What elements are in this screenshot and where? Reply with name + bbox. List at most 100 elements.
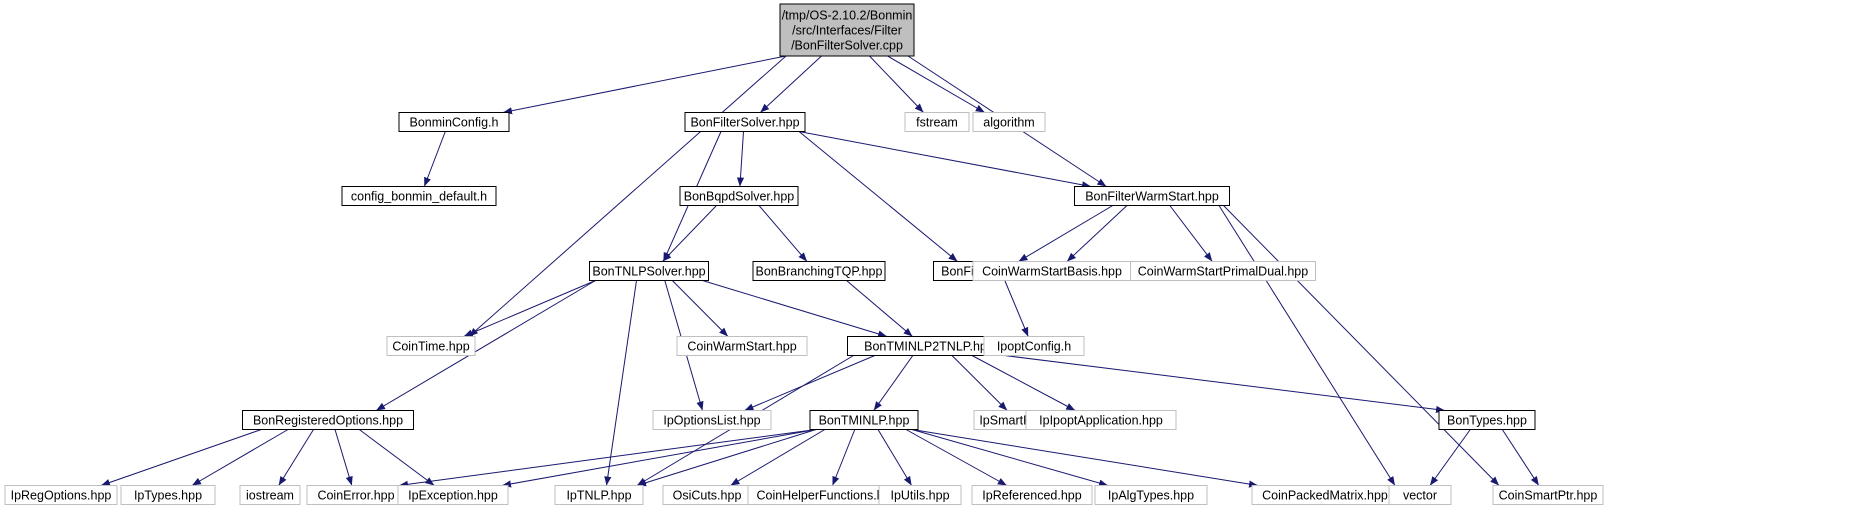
node-label: BonTMINLP.hpp [819, 414, 910, 428]
edge-root-to-cointime [468, 55, 787, 337]
node-layer: /tmp/OS-2.10.2/Bonmin/src/Interfaces/Fil… [4, 3, 1604, 505]
node-label: BonFilterWarmStart.hpp [1085, 190, 1219, 204]
node-box [589, 261, 709, 281]
node-label: IpUtils.hpp [890, 489, 949, 503]
node-coinpackedmatrix: CoinPackedMatrix.hpp [1251, 485, 1399, 505]
node-box [878, 485, 962, 505]
node-ipoptconfig: IpoptConfig.h [983, 336, 1085, 356]
node-vector: vector [1388, 485, 1452, 505]
node-bonfiltersolver_hpp[interactable]: BonFilterSolver.hpp [684, 112, 806, 132]
node-label: BonBranchingTQP.hpp [756, 265, 883, 279]
node-label: CoinWarmStart.hpp [687, 340, 796, 354]
node-label: /BonFilterSolver.cpp [791, 39, 903, 53]
edge-bontnlpsolver-to-coinwarmstart [671, 280, 729, 337]
node-label: vector [1403, 489, 1437, 503]
edge-bontypes-to-coinsmartptr [1501, 429, 1540, 486]
node-box [676, 336, 808, 356]
node-label: BonTypes.hpp [1447, 414, 1527, 428]
node-ipipoptapplication: IpIpoptApplication.hpp [1025, 410, 1177, 430]
node-label: BonFilterSolver.hpp [690, 116, 799, 130]
node-box [652, 410, 772, 430]
edge-bontnlpsolver-to-iptnlp [604, 280, 637, 486]
edge-bonbqpdsolver-to-bontnlpsolver [662, 205, 717, 262]
node-label: CoinPackedMatrix.hpp [1262, 489, 1388, 503]
node-box [1130, 261, 1316, 281]
edge-bontminlp-to-iputils [877, 429, 913, 486]
node-bonbranchingtqp[interactable]: BonBranchingTQP.hpp [752, 261, 886, 281]
edge-bonbranchingtqp-to-bontminlp2tnlp [846, 280, 913, 337]
node-ipexception: IpException.hpp [397, 485, 509, 505]
node-box [386, 336, 476, 356]
node-box [341, 186, 497, 206]
node-algorithm: algorithm [972, 112, 1046, 132]
node-label: IpTypes.hpp [134, 489, 202, 503]
node-root[interactable]: /tmp/OS-2.10.2/Bonmin/src/Interfaces/Fil… [779, 3, 915, 57]
node-label: IpOptionsList.hpp [663, 414, 760, 428]
node-bontnlpsolver[interactable]: BonTNLPSolver.hpp [589, 261, 709, 281]
node-box [554, 485, 644, 505]
node-label: CoinWarmStartPrimalDual.hpp [1138, 265, 1308, 279]
edge-bontminlp-to-coinerror [398, 429, 817, 488]
edge-bontminlp-to-ipreferenced [905, 429, 1008, 486]
node-box [904, 112, 970, 132]
node-box [239, 485, 301, 505]
node-ipoptionslist: IpOptionsList.hpp [652, 410, 772, 430]
node-bonbqpdsolver[interactable]: BonBqpdSolver.hpp [679, 186, 799, 206]
edge-bonfilterwarmstart-to-vector [1218, 205, 1396, 486]
node-label: CoinError.hpp [317, 489, 394, 503]
node-label: IpReferenced.hpp [982, 489, 1081, 503]
node-osicuts: OsiCuts.hpp [662, 485, 752, 505]
node-box [242, 410, 414, 430]
node-label: BonTMINLP2TNLP.hpp [864, 340, 994, 354]
node-ipalgtypes: IpAlgTypes.hpp [1094, 485, 1208, 505]
node-label: /tmp/OS-2.10.2/Bonmin [782, 9, 913, 23]
edge-root-to-bonfiltersolver_hpp [759, 55, 822, 113]
node-coinerror: CoinError.hpp [306, 485, 406, 505]
node-bontminlp[interactable]: BonTMINLP.hpp [809, 410, 919, 430]
node-iostream: iostream [239, 485, 301, 505]
edge-bontnlpsolver-to-bonregisteredoptions [375, 280, 596, 411]
node-bontypes[interactable]: BonTypes.hpp [1438, 410, 1536, 430]
edge-bonregisteredoptions-to-iostream [278, 429, 314, 486]
node-coinwarmstartbasis: CoinWarmStartBasis.hpp [972, 261, 1132, 281]
node-label: BonTNLPSolver.hpp [592, 265, 705, 279]
node-iptypes: IpTypes.hpp [120, 485, 216, 505]
edge-bonfiltersolver_hpp-to-bonbqpdsolver [736, 131, 745, 187]
node-label: CoinTime.hpp [392, 340, 469, 354]
node-label: OsiCuts.hpp [673, 489, 742, 503]
node-label: CoinWarmStartBasis.hpp [982, 265, 1122, 279]
node-box [398, 112, 510, 132]
node-label: CoinSmartPtr.hpp [1499, 489, 1598, 503]
node-iputils: IpUtils.hpp [878, 485, 962, 505]
node-ipregoptions: IpRegOptions.hpp [4, 485, 118, 505]
node-label: BonminConfig.h [410, 116, 499, 130]
edge-bontminlp-to-ipexception [501, 429, 817, 488]
node-box [4, 485, 118, 505]
node-label: fstream [916, 116, 958, 130]
edge-bontminlp-to-coinhelperfunctions [832, 429, 856, 486]
node-box [971, 485, 1093, 505]
edge-bonfiltersolver_hpp-to-bonfiltertypes [798, 131, 958, 262]
edge-bontminlp-to-osicuts [730, 429, 826, 486]
node-box [1025, 410, 1177, 430]
edge-bonminconfig-to-config_default [423, 131, 446, 187]
edge-bonregisteredoptions-to-iptypes [191, 429, 289, 486]
node-bonregisteredoptions[interactable]: BonRegisteredOptions.hpp [242, 410, 414, 430]
node-label: algorithm [983, 116, 1034, 130]
edge-bontminlp2tnlp-to-ipoptionslist [744, 355, 875, 411]
edge-bontminlp2tnlp-to-bontminlp [873, 355, 914, 411]
node-cointime: CoinTime.hpp [386, 336, 476, 356]
node-box [1388, 485, 1452, 505]
edge-bontnlpsolver-to-cointime [463, 280, 596, 337]
node-bonminconfig[interactable]: BonminConfig.h [398, 112, 510, 132]
node-coinhelperfunctions: CoinHelperFunctions.hpp [747, 485, 907, 505]
edge-bonregisteredoptions-to-ipregoptions [100, 429, 262, 486]
node-bonfilterwarmstart[interactable]: BonFilterWarmStart.hpp [1074, 186, 1230, 206]
node-config_default[interactable]: config_bonmin_default.h [341, 186, 497, 206]
edge-bontminlp-to-iptnlp [636, 429, 817, 487]
node-box [1074, 186, 1230, 206]
edge-bontminlp2tnlp-to-ipipoptapplication [971, 355, 1076, 411]
edge-root-to-fstream [869, 55, 924, 113]
node-label: BonRegisteredOptions.hpp [253, 414, 403, 428]
node-box [972, 112, 1046, 132]
